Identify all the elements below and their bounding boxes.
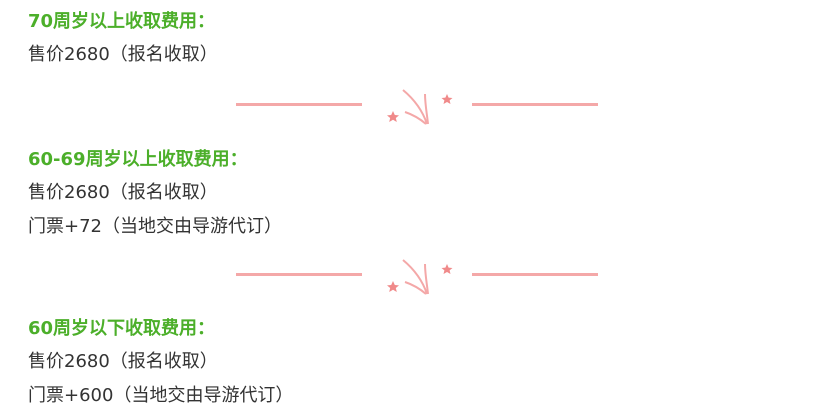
section-heading: 60-69周岁以上收取费用： [28,149,248,170]
section-divider [236,84,598,130]
divider-line-left [236,273,362,276]
divider-line-right [472,103,598,106]
divider-line-right [472,273,598,276]
price-section-under-60: 60周岁以下收取费用： 售价2680（报名收取） 门票+600（当地交由导游代订… [28,319,788,407]
price-line: 售价2680（报名收取） [28,351,218,372]
firework-stars-icon [387,259,453,295]
divider-line-left [236,103,362,106]
ticket-line: 门票+72（当地交由导游代订） [28,216,282,237]
price-section-60-69: 60-69周岁以上收取费用： 售价2680（报名收取） 门票+72（当地交由导游… [28,150,788,238]
section-heading: 60周岁以下收取费用： [28,318,216,339]
section-divider [236,254,598,300]
price-line: 售价2680（报名收取） [28,44,218,65]
ticket-line: 门票+600（当地交由导游代订） [28,385,294,406]
section-heading: 70周岁以上收取费用： [28,11,216,32]
firework-stars-icon [387,89,453,125]
price-section-70-plus: 70周岁以上收取费用： 售价2680（报名收取） [28,12,788,66]
price-line: 售价2680（报名收取） [28,182,218,203]
